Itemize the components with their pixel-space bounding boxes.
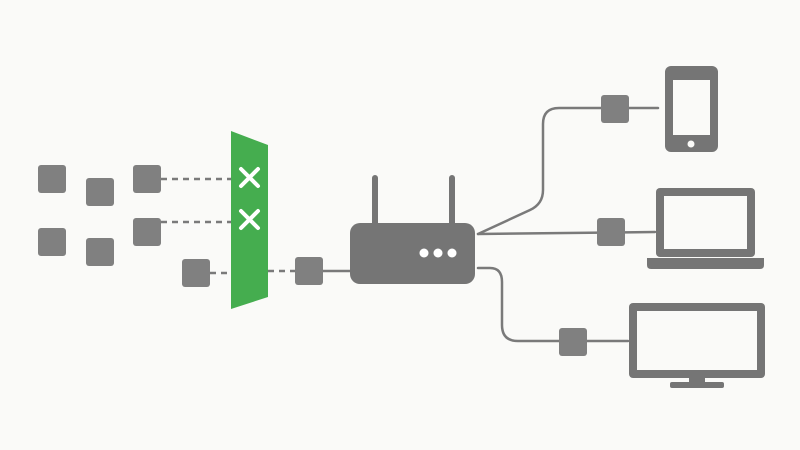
incoming-packets — [38, 165, 114, 266]
blocked-packets — [133, 165, 161, 246]
packet-square — [133, 165, 161, 193]
device-connections — [476, 95, 660, 356]
blocked-packet-paths — [161, 177, 232, 224]
connection-laptop — [476, 230, 657, 236]
firewall-shield — [231, 131, 268, 309]
packet-square — [559, 328, 587, 356]
router-body — [350, 223, 475, 284]
connection-smartphone — [476, 106, 660, 236]
packet-square — [182, 259, 210, 287]
packet-square — [295, 257, 323, 285]
x-mark-icon — [239, 167, 260, 188]
connection-monitor — [476, 266, 630, 343]
packet-square — [86, 238, 114, 266]
monitor-icon — [629, 303, 765, 388]
router-light — [433, 248, 443, 258]
allowed-packet-path — [182, 257, 354, 287]
router-light — [419, 248, 429, 258]
packet-square — [38, 165, 66, 193]
router-light — [447, 248, 457, 258]
packet-square — [38, 228, 66, 256]
smartphone-icon — [665, 66, 718, 152]
x-mark-icon — [239, 209, 260, 230]
packet-square — [86, 178, 114, 206]
packet-square — [601, 95, 629, 123]
router-icon — [350, 175, 475, 284]
packet-square — [133, 218, 161, 246]
laptop-icon — [647, 188, 764, 269]
packet-square — [597, 218, 625, 246]
